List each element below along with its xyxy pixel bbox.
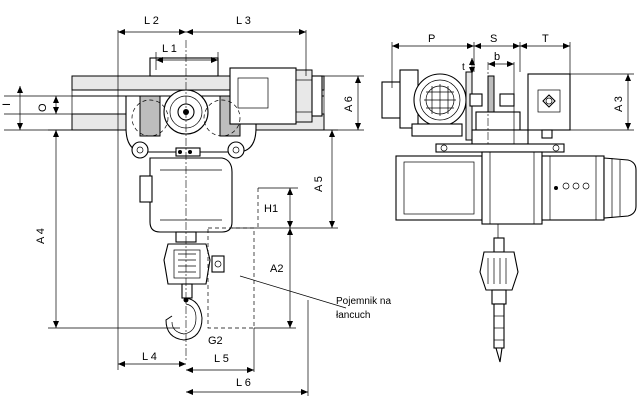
end-control-box: [527, 73, 571, 139]
guide-wheels: [131, 141, 245, 159]
end-travel-motor: [381, 69, 467, 137]
dim-h1: H1: [264, 203, 278, 215]
dim-l2: L 2: [144, 15, 159, 27]
dim-l6: L 6: [236, 377, 251, 389]
dim-b: b: [494, 51, 500, 63]
end-view: P S T b t A 3: [381, 33, 637, 363]
note-leader: [239, 275, 347, 309]
dim-t: T: [542, 33, 549, 45]
hook-block: [163, 231, 225, 299]
dim-p: P: [428, 33, 435, 45]
chain-container-label-line1: Pojemnik na: [336, 296, 391, 307]
dim-l1: L 1: [162, 43, 177, 55]
end-trolley: [465, 62, 529, 160]
dim-g2: G2: [208, 335, 223, 347]
end-guide-rods: [435, 143, 565, 153]
dim-a5: A 5: [313, 176, 325, 192]
dim-a2: A2: [270, 263, 283, 275]
chain-container-label-line2: łancuch: [336, 310, 370, 321]
dim-l4: L 4: [142, 351, 157, 363]
dim-a3: A 3: [613, 96, 625, 112]
end-hook-block: [479, 224, 519, 363]
lifting-hook: [165, 297, 203, 341]
end-hoist-motor: [395, 151, 637, 225]
dim-a6: A 6: [343, 96, 355, 112]
dim-l3: L 3: [236, 15, 251, 27]
dim-l5: L 5: [214, 353, 229, 365]
dim-t-small: t: [462, 62, 465, 73]
dim-s: S: [490, 33, 497, 45]
hoist-body: [139, 147, 233, 233]
dim-i: I: [1, 103, 13, 106]
side-view: L 2 L 3 L 1 I O A 6 A 5 A 4 H1 A: [1, 15, 391, 396]
travel-motor: [229, 67, 323, 125]
dim-a4: A 4: [35, 228, 47, 244]
dim-o: O: [37, 103, 49, 112]
